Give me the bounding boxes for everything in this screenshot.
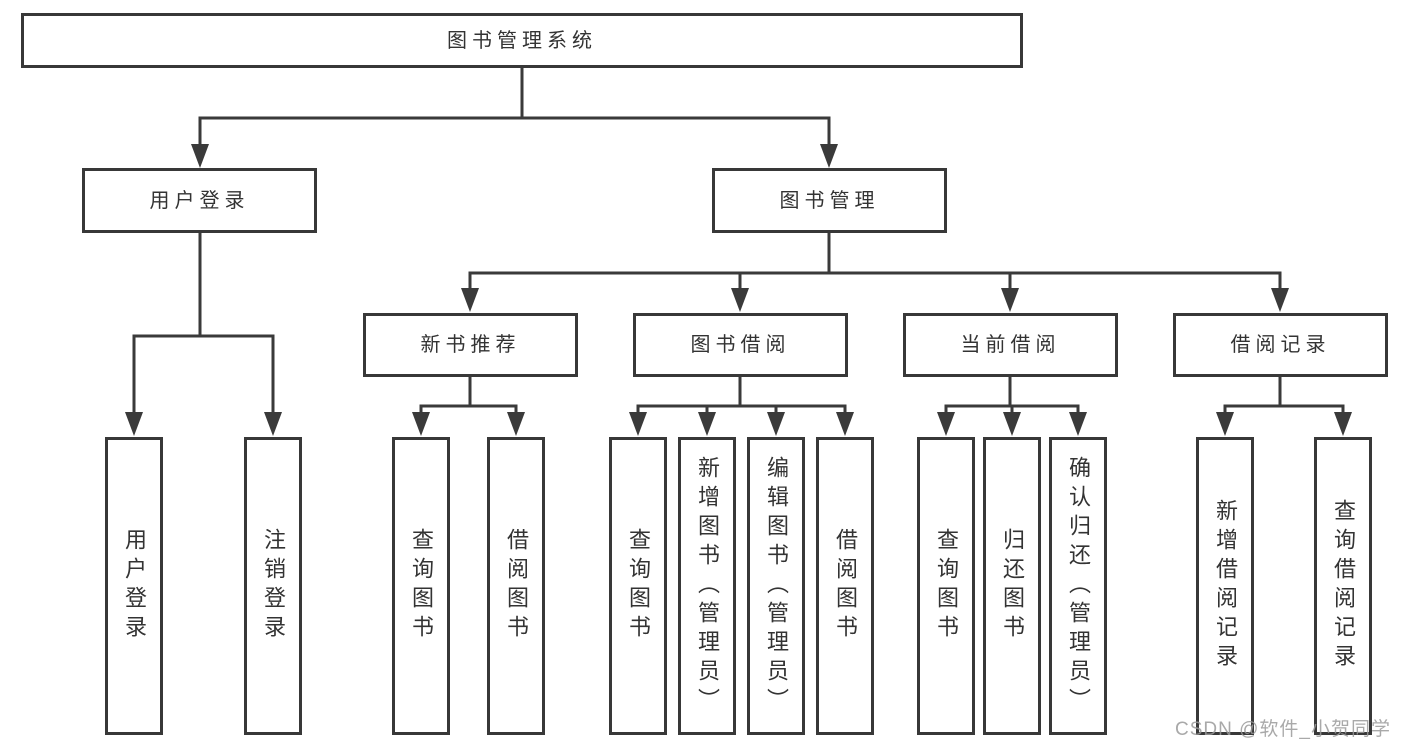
connector-line: [944, 377, 1080, 414]
node-label: 查询借阅记录: [1331, 499, 1356, 673]
arrowhead-icon: [698, 412, 716, 436]
leaf-records-add: 新增借阅记录: [1196, 437, 1254, 735]
node-label: 当前借阅: [960, 334, 1061, 356]
node-book-management: 图书管理: [712, 168, 947, 233]
leaf-newbooks-borrow: 借阅图书: [487, 437, 545, 735]
arrowhead-icon: [836, 412, 854, 436]
leaf-newbooks-query: 查询图书: [392, 437, 450, 735]
leaf-borrowing-add: 新增图书（管理员）: [678, 437, 736, 735]
connector-newbooks-group: [412, 377, 525, 436]
node-label: 图书借阅: [690, 334, 791, 356]
node-label: 用户登录: [149, 189, 250, 212]
connector-line: [1223, 377, 1345, 414]
leaf-current-confirm-return: 确认归还（管理员）: [1049, 437, 1107, 735]
arrowhead-icon: [1334, 412, 1352, 436]
leaf-current-query: 查询图书: [917, 437, 975, 735]
node-borrow-records: 借阅记录: [1173, 313, 1388, 377]
node-user-login: 用户登录: [82, 168, 317, 233]
node-label: 注销登录: [261, 528, 286, 644]
arrowhead-icon: [1003, 412, 1021, 436]
node-label: 归还图书: [1000, 528, 1025, 644]
connector-login-group: [125, 233, 282, 436]
node-label: 图书管理系统: [447, 29, 597, 52]
leaf-borrowing-query: 查询图书: [609, 437, 667, 735]
node-label: 新书推荐: [420, 334, 521, 356]
connector-line: [636, 377, 847, 414]
arrowhead-icon: [1001, 288, 1019, 312]
node-label: 借阅图书: [833, 528, 858, 644]
arrowhead-icon: [731, 288, 749, 312]
connector-management-to-level3: [461, 233, 1289, 312]
connector-line: [132, 233, 275, 414]
arrowhead-icon: [461, 288, 479, 312]
arrowhead-icon: [937, 412, 955, 436]
arrowhead-icon: [820, 144, 838, 168]
arrowhead-icon: [1271, 288, 1289, 312]
connector-line: [419, 377, 518, 414]
leaf-borrowing-edit: 编辑图书（管理员）: [747, 437, 805, 735]
arrowhead-icon: [1069, 412, 1087, 436]
node-label: 编辑图书（管理员）: [764, 455, 789, 717]
arrowhead-icon: [191, 144, 209, 168]
leaf-user-login: 用户登录: [105, 437, 163, 735]
connector-borrowing-group: [629, 377, 854, 436]
node-label: 新增图书（管理员）: [695, 455, 720, 717]
arrowhead-icon: [125, 412, 143, 436]
node-label: 图书管理: [779, 189, 880, 212]
node-book-borrowing: 图书借阅: [633, 313, 848, 377]
node-label: 查询图书: [934, 528, 959, 644]
node-label: 确认归还（管理员）: [1066, 455, 1091, 717]
connector-records-group: [1216, 377, 1352, 436]
node-current-borrowing: 当前借阅: [903, 313, 1118, 377]
csdn-watermark: CSDN @软件_小贺同学: [1175, 719, 1391, 740]
leaf-borrowing-borrow: 借阅图书: [816, 437, 874, 735]
node-new-book-recommend: 新书推荐: [363, 313, 578, 377]
arrowhead-icon: [264, 412, 282, 436]
arrowhead-icon: [1216, 412, 1234, 436]
arrowhead-icon: [767, 412, 785, 436]
node-label: 借阅记录: [1230, 334, 1331, 356]
leaf-records-query: 查询借阅记录: [1314, 437, 1372, 735]
arrowhead-icon: [507, 412, 525, 436]
connector-current-group: [937, 377, 1087, 436]
leaf-current-return: 归还图书: [983, 437, 1041, 735]
connector-root-to-level2: [191, 68, 838, 168]
node-label: 借阅图书: [504, 528, 529, 644]
arrowhead-icon: [629, 412, 647, 436]
node-label: 查询图书: [409, 528, 434, 644]
node-label: 查询图书: [626, 528, 651, 644]
connector-line: [198, 68, 831, 147]
node-library-system: 图书管理系统: [21, 13, 1023, 68]
node-label: 用户登录: [122, 528, 147, 644]
leaf-logout: 注销登录: [244, 437, 302, 735]
arrowhead-icon: [412, 412, 430, 436]
connector-line: [468, 233, 1282, 290]
node-label: 新增借阅记录: [1213, 499, 1238, 673]
